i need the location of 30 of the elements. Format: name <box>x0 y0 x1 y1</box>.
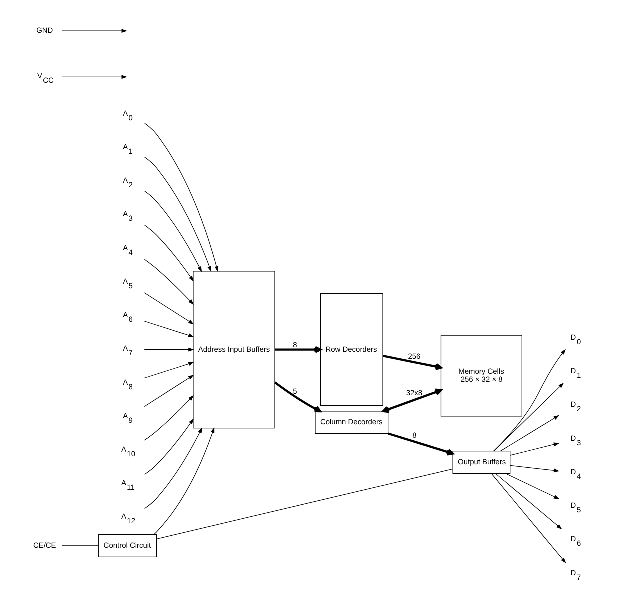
arrow <box>144 259 194 306</box>
arrow <box>382 388 442 414</box>
arrow <box>144 156 212 272</box>
arrow <box>494 349 566 452</box>
arrow <box>382 355 442 370</box>
arrow <box>144 348 194 352</box>
arrow <box>274 382 322 413</box>
arrow <box>144 362 194 379</box>
arrow <box>496 474 562 530</box>
arrow <box>506 473 560 500</box>
arrow <box>144 321 194 338</box>
arrow <box>510 442 560 456</box>
arrow <box>510 465 560 473</box>
arrow <box>491 474 566 564</box>
arrow <box>144 418 194 475</box>
arrow <box>62 75 128 80</box>
arrow <box>144 375 194 408</box>
connector <box>156 468 454 540</box>
arrow <box>494 382 564 452</box>
arrow <box>500 415 560 452</box>
arrow <box>144 292 194 325</box>
arrow <box>144 190 202 272</box>
arrow <box>144 428 202 510</box>
arrow <box>154 427 215 536</box>
arrow <box>62 29 128 34</box>
arrow <box>388 432 454 456</box>
arrow <box>275 346 322 354</box>
arrow <box>144 225 194 282</box>
arrow <box>144 395 194 441</box>
arrow <box>144 123 219 272</box>
